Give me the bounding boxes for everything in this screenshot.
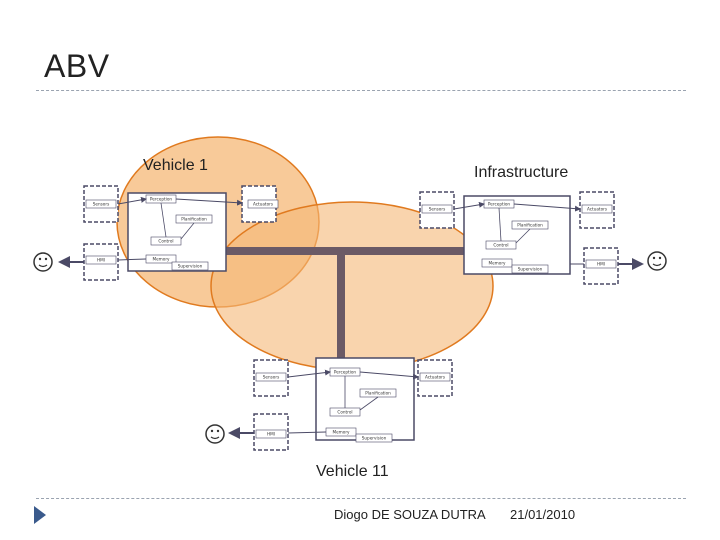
vehicle1-hmi-label: HMI — [97, 258, 105, 263]
vehicle11-link-perception-actuators — [359, 371, 419, 380]
backbone-vertical-link — [337, 251, 345, 359]
vehicle1-supervision-box — [171, 261, 209, 271]
vehicle1-title: Vehicle 1 — [143, 157, 208, 174]
vehicle1-link-perception-actuators — [175, 198, 243, 206]
vehicle1-actuators-box — [247, 199, 279, 209]
vehicle1-user-face-icon — [33, 252, 53, 272]
vehicle1-memory-label: Memory — [152, 257, 170, 262]
infrastructure-user-face-icon — [647, 251, 667, 271]
infrastructure-supervision-label: Supervision — [518, 267, 543, 272]
footer-author: Diogo DE SOUZA DUTRA — [334, 507, 486, 522]
vehicle1-user-left-eye — [38, 257, 42, 261]
vehicle11-supervision-label: Supervision — [362, 436, 387, 441]
infrastructure-title: Infrastructure — [474, 164, 569, 181]
infrastructure-hmi-label: HMI — [597, 262, 605, 267]
vehicle1-sensors-label: Sensors — [93, 202, 110, 207]
vehicle11-link-sensors-perception — [287, 369, 331, 378]
vehicle11-user-face-icon — [205, 424, 225, 444]
vehicle1-link-perception-control — [160, 202, 167, 238]
vehicle11-hmi-label: HMI — [267, 432, 275, 437]
vehicle1-actuators-label: Actuators — [253, 202, 273, 207]
vehicle1-link-planification-control — [180, 222, 195, 240]
infrastructure-user-mouth — [652, 263, 662, 267]
vehicle1-architecture: Perception Sensors Actuators Planificati… — [33, 185, 279, 281]
infrastructure-link-perception-control — [498, 207, 502, 242]
vehicle1-user-mouth — [38, 264, 48, 268]
infrastructure-actuators-box — [581, 204, 613, 214]
infrastructure-actuators-label: Actuators — [587, 207, 607, 212]
vehicle1-hmi-box — [85, 255, 117, 265]
vehicle11-user-left-eye — [210, 429, 214, 433]
vehicle11-control-label: Control — [337, 410, 352, 415]
vehicle1-control-label: Control — [158, 239, 173, 244]
next-slide-arrow-icon[interactable] — [34, 506, 46, 524]
vehicle11-user-right-eye — [216, 429, 220, 433]
vehicle1-perception-label: Perception — [150, 197, 172, 202]
vehicle11-actuators-label: Actuators — [425, 375, 445, 380]
infrastructure-link-planification-control — [515, 228, 531, 244]
footer-divider — [36, 498, 686, 499]
infrastructure-planification-label: Planification — [517, 223, 543, 228]
vehicle1-link-sensors-perception — [117, 196, 147, 205]
vehicle11-sensors-label: Sensors — [263, 375, 280, 380]
infrastructure-supervision-box — [511, 264, 549, 274]
infrastructure-sensors-box — [421, 204, 453, 214]
vehicle11-user-mouth — [210, 436, 220, 440]
vehicle1-sensors-box — [85, 199, 117, 209]
vehicle11-actuators-box — [419, 372, 451, 382]
infrastructure-user-left-eye — [652, 256, 656, 260]
vehicle11-architecture: Perception Sensors Actuators Planificati… — [205, 357, 453, 451]
footer-date: 21/01/2010 — [510, 507, 576, 522]
vehicle11-title: Vehicle 11 — [316, 463, 389, 480]
infrastructure-link-sensors-perception — [453, 201, 485, 210]
vehicle11-perception-label: Perception — [334, 370, 356, 375]
slide-title: ABV — [44, 48, 110, 84]
infrastructure-architecture: Perception Sensors Actuators Planificati… — [419, 191, 667, 285]
backbone-horizontal-link — [222, 247, 474, 255]
infrastructure-hmi-box — [585, 259, 617, 269]
vehicle11-hmi-box — [255, 429, 287, 439]
infrastructure-memory-label: Memory — [488, 261, 506, 266]
vehicle11-memory-label: Memory — [332, 430, 350, 435]
vehicle1-frame — [127, 192, 227, 272]
title-divider — [36, 90, 686, 91]
infrastructure-user-right-eye — [658, 256, 662, 260]
infrastructure-memory-box — [481, 258, 513, 268]
infrastructure-sensors-label: Sensors — [429, 207, 446, 212]
infrastructure-control-label: Control — [493, 243, 508, 248]
vehicle1-user-right-eye — [44, 257, 48, 261]
infrastructure-frame — [463, 195, 571, 275]
infrastructure-perception-label: Perception — [488, 202, 510, 207]
vehicle1-link-hmi-memory — [117, 258, 147, 261]
vehicle1-planification-label: Planification — [181, 217, 207, 222]
vehicle11-link-hmi-memory — [287, 431, 327, 434]
infrastructure-link-perception-actuators — [513, 203, 581, 212]
vehicle1-supervision-label: Supervision — [178, 264, 203, 269]
vehicle11-link-planification-control — [359, 396, 379, 411]
vehicle11-planification-label: Planification — [365, 391, 391, 396]
vehicle11-sensors-box — [255, 372, 287, 382]
vehicle11-supervision-box — [355, 433, 393, 443]
